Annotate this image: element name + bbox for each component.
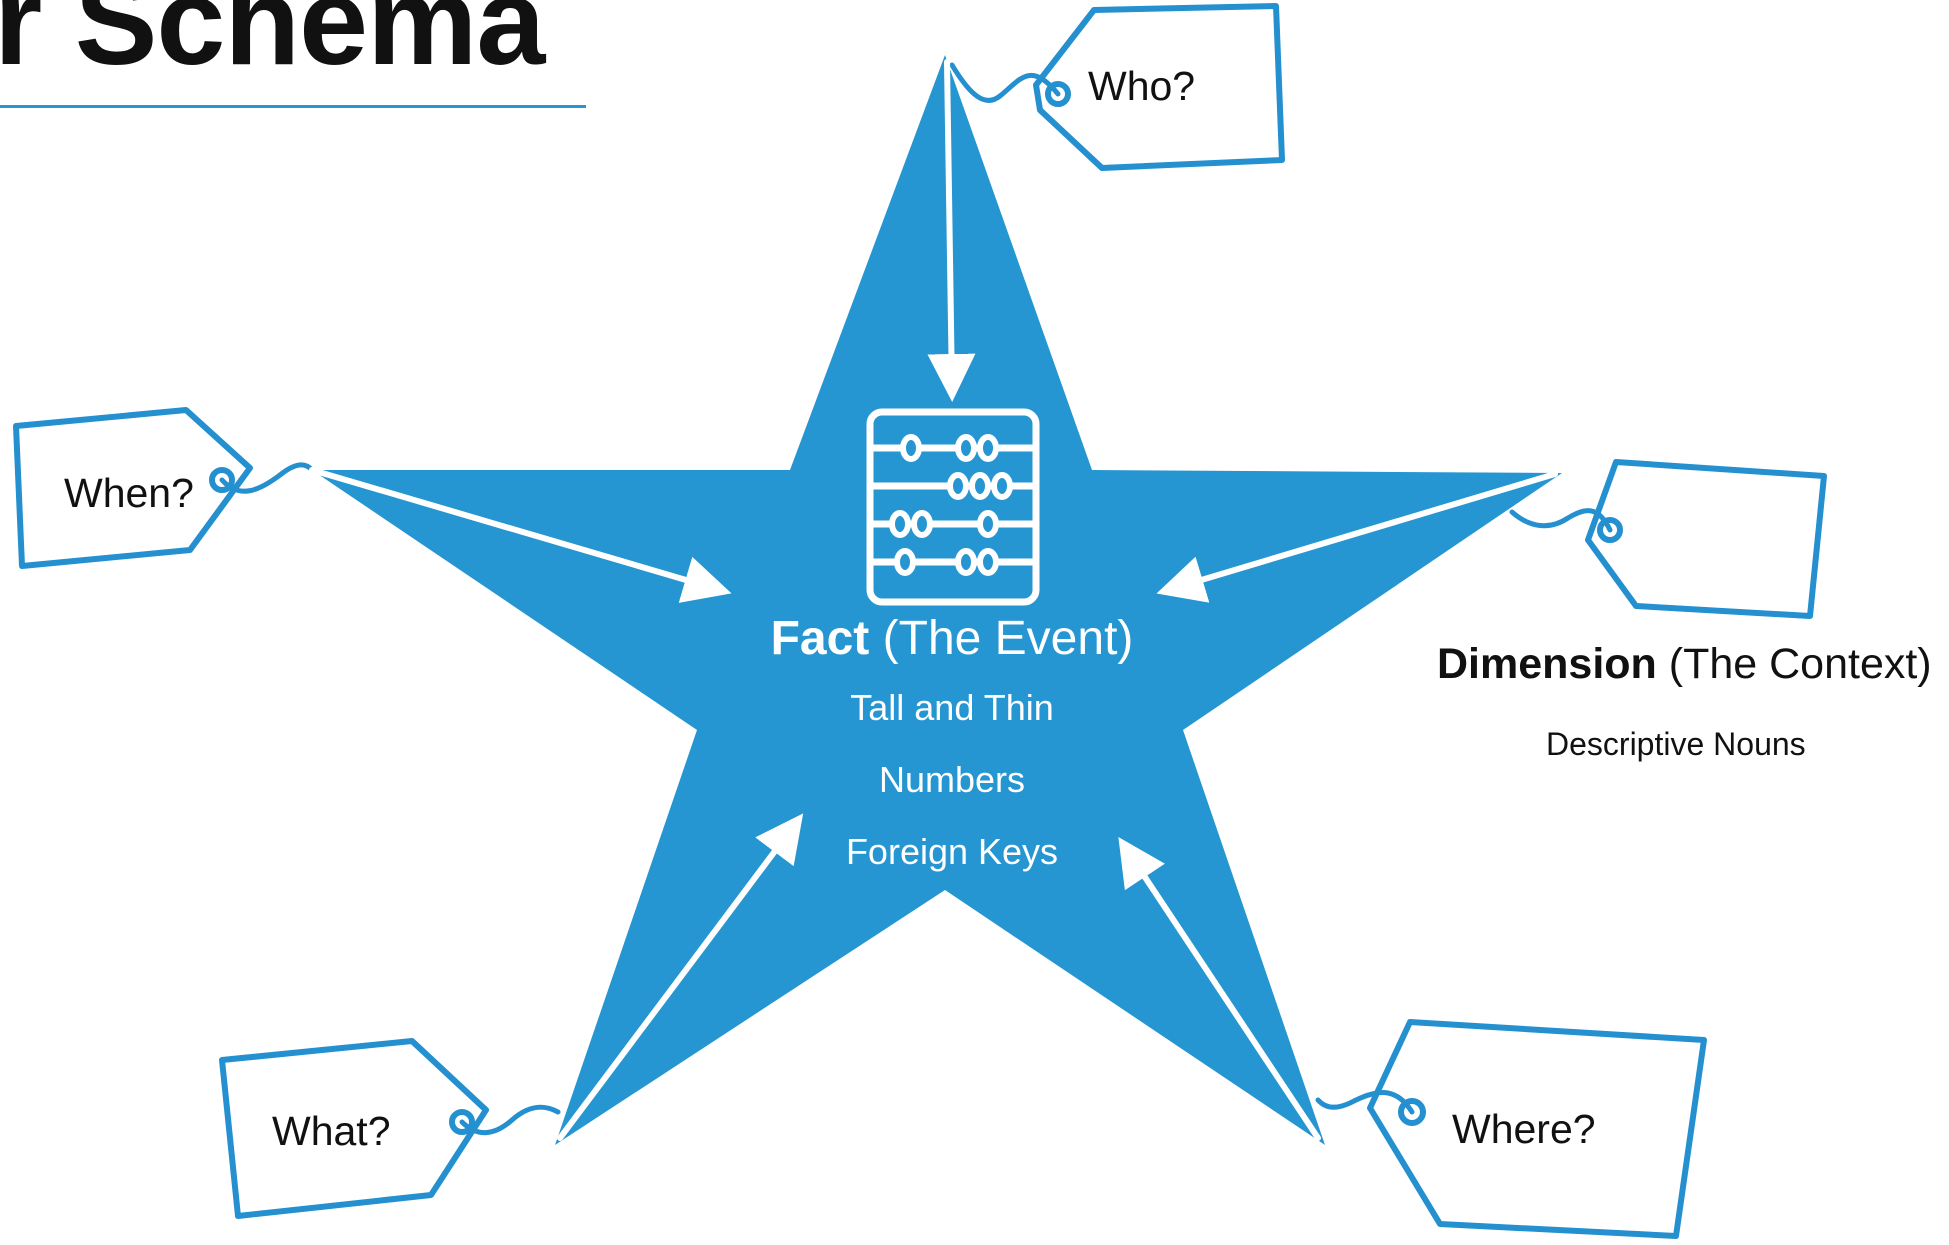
arrow-where — [1118, 836, 1321, 1141]
tag-label-who: Who? — [1088, 63, 1195, 109]
tag-label-what: What? — [272, 1108, 391, 1154]
arrow-who — [927, 59, 976, 402]
tag-what — [219, 1038, 489, 1219]
tag-string-where — [1315, 1090, 1415, 1115]
fact-heading-bold: Fact — [771, 612, 870, 665]
dimension-heading-rest: (The Context) — [1656, 640, 1932, 688]
arrow-dimension — [1156, 471, 1558, 603]
tag-string-what — [459, 1104, 561, 1136]
arrow-when — [309, 467, 732, 603]
fact-line-3: Foreign Keys — [846, 831, 1058, 872]
tag-string-when — [219, 462, 315, 494]
tag-string-blank — [1509, 508, 1613, 533]
tag-where — [1367, 1019, 1707, 1239]
tag-who — [1033, 3, 1285, 171]
page-title: r Schema — [0, 0, 545, 91]
arrow-what — [557, 813, 804, 1141]
tag-when — [13, 407, 253, 569]
tag-string-who — [949, 62, 1061, 103]
dimension-heading: Dimension (The Context) — [1437, 640, 1932, 689]
dimension-subtitle: Descriptive Nouns — [1546, 726, 1806, 762]
tag-label-when: When? — [64, 470, 194, 516]
fact-line-1: Tall and Thin — [850, 687, 1053, 728]
title-underline — [0, 105, 586, 108]
fact-heading: Fact (The Event) — [771, 612, 1134, 665]
tag-label-where: Where? — [1452, 1106, 1596, 1152]
fact-heading-rest: (The Event) — [869, 612, 1133, 665]
fact-line-2: Numbers — [879, 759, 1025, 800]
tag-blank — [1585, 459, 1827, 619]
dimension-heading-bold: Dimension — [1437, 640, 1657, 688]
abacus-beads — [889, 434, 1013, 576]
